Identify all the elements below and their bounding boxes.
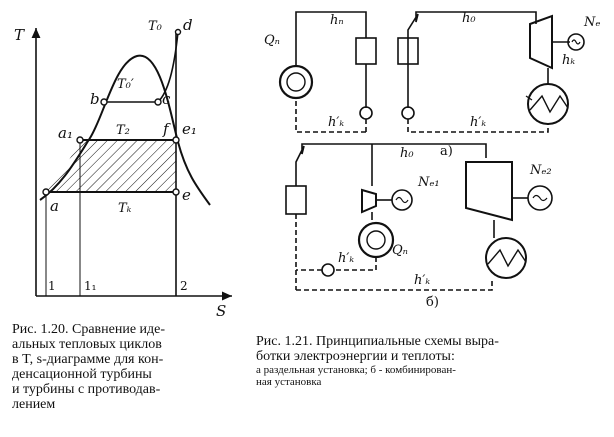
heater-box-a [355,37,377,65]
label-h0-b: h₀ [400,146,414,161]
heat-consumer-a [278,64,314,100]
label-b-sub: б) [426,295,439,310]
heat-consumer-b [357,221,395,259]
label-Qn-b: Qₙ [392,243,408,258]
caption-fig21-line: Рис. 1.21. Принципиальные схемы выра- [256,334,499,349]
scheme-a [278,11,585,133]
caption-fig20-line: в T, s-диаграмме для кон- [12,352,164,367]
boiler-box-b [285,185,307,215]
pump-a2 [401,106,415,120]
caption-fig-1-20: Рис. 1.20. Сравнение иде- альных тепловы… [12,322,242,412]
point-a1 [76,136,84,144]
label-T0: T₀ [148,19,163,34]
turbine-b1 [361,188,377,214]
cycle-area [46,140,176,192]
generator-b2 [527,185,553,211]
pump-a1 [359,106,373,120]
condenser-b [485,237,527,279]
label-d: d [183,16,193,34]
generator-b1 [391,189,413,211]
label-h0-a: h₀ [462,11,476,26]
point-c [154,98,162,106]
caption-fig-1-21: Рис. 1.21. Принципиальные схемы выра- бо… [256,334,608,388]
label-a-sub: a) [440,144,453,159]
ts-points [42,28,182,196]
generator-a [567,33,585,51]
saturation-curve [39,54,211,206]
label-Qn-a: Qₙ [264,33,280,48]
caption-fig21-sub: ная установка [256,376,322,388]
condenser-a [527,83,569,125]
label-T2: T₂ [116,123,130,138]
label-T: T [14,26,25,44]
tick-1-1: 1₁ [84,279,96,293]
label-hn: hₙ [330,13,344,28]
point-d [174,28,182,36]
caption-fig20-line: альных тепловых циклов [12,337,162,352]
label-hk-p-a1: h′ₖ [328,115,344,130]
caption-fig21-line: ботки электроэнергии и теплоты: [256,349,455,364]
tick-2: 2 [180,279,188,293]
label-hk-p-b1: h′ₖ [338,251,354,266]
label-Ne2: Nₑ₂ [529,163,552,178]
ts-diagram [31,28,232,301]
label-a1: a₁ [58,124,73,142]
label-Ne: Nₑ [583,15,600,30]
label-T0p: T₀′ [117,77,134,92]
point-b [100,98,108,106]
scheme-b [285,143,553,291]
label-b: b [90,90,100,108]
return-b [296,278,493,291]
tick-1: 1 [48,279,56,293]
scheme-a-left-loop [295,11,367,64]
label-e1: e₁ [182,120,197,138]
caption-fig20-line: лением [12,397,56,412]
turbine-b2 [465,161,513,222]
label-S: S [216,302,226,320]
label-f: f [162,120,171,138]
label-Tk: Tₖ [118,201,132,216]
caption-fig20-line: Рис. 1.20. Сравнение иде- [12,322,166,337]
turbine-a [529,14,553,70]
label-Ne1: Nₑ₁ [417,175,440,190]
label-c: c [162,90,171,108]
point-f [172,136,180,144]
point-a [42,188,50,196]
caption-fig20-line: денсационной турбины [12,367,152,382]
label-a: a [50,197,59,215]
label-hk: hₖ [562,53,575,68]
caption-fig21-sub: а раздельная установка; б - комбинирован… [256,364,456,376]
point-e [172,188,180,196]
label-hk-p-b2: h′ₖ [414,273,430,288]
label-e: e [182,186,191,204]
label-hk-p-a2: h′ₖ [470,115,486,130]
return-a-left [295,98,366,133]
pump-b1 [321,263,335,277]
caption-fig20-line: и турбины с противодав- [12,382,161,397]
superheat-line [157,31,179,103]
